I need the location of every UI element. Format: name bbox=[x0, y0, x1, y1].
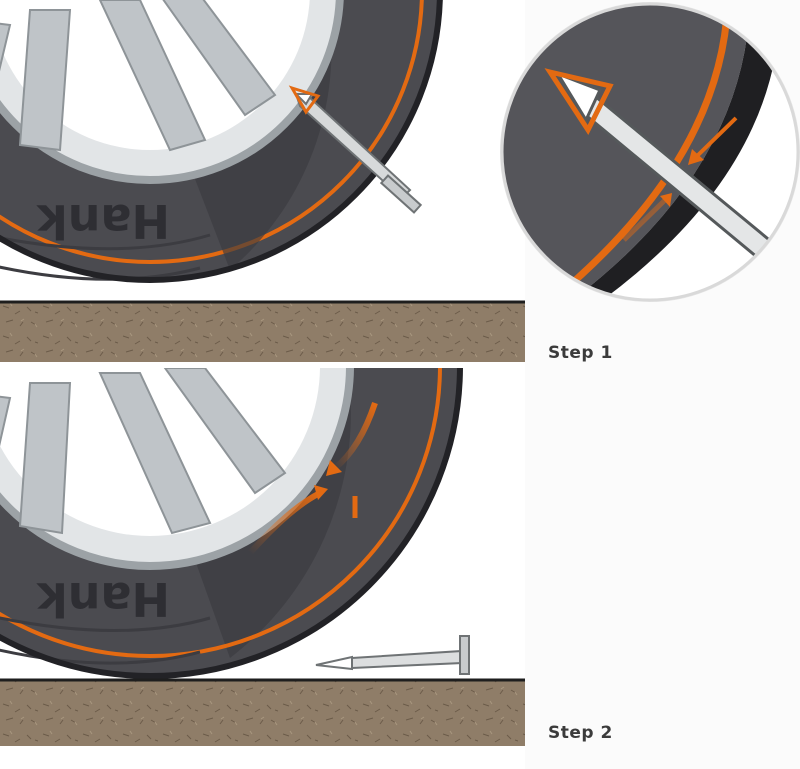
orange-arrow-icon bbox=[247, 402, 378, 555]
ground bbox=[0, 302, 525, 362]
orange-arrow-icon bbox=[622, 116, 738, 242]
ground bbox=[0, 680, 525, 746]
sidewall-brand: Hank bbox=[36, 572, 170, 626]
zoom-inset bbox=[500, 2, 800, 302]
step2-label: Step 2 bbox=[548, 723, 613, 743]
rim bbox=[0, 0, 344, 184]
step2-illustration: Hank bbox=[0, 368, 525, 746]
nail-icon bbox=[288, 85, 423, 214]
nail-icon bbox=[315, 635, 470, 675]
sidewall-brand: Hank bbox=[36, 194, 170, 248]
step1-illustration: Hank bbox=[0, 0, 525, 362]
step1-label: Step 1 bbox=[548, 343, 613, 363]
rim bbox=[0, 368, 354, 570]
